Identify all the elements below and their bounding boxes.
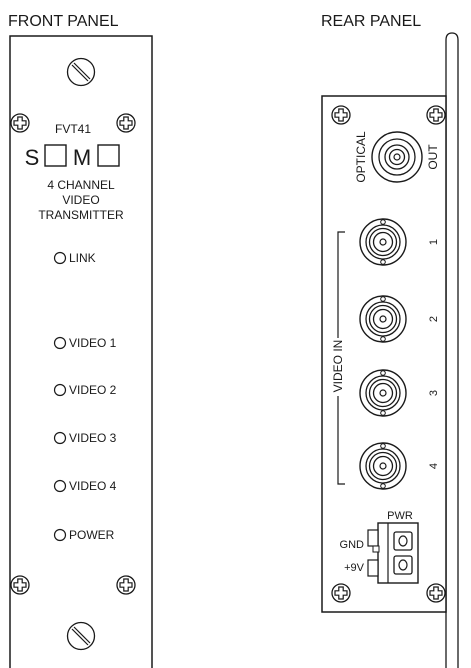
model-label: FVT41 — [55, 122, 91, 136]
optical-out-connector[interactable] — [371, 131, 423, 183]
description-line-2: VIDEO — [62, 193, 99, 207]
led-label-video-4: VIDEO 4 — [69, 479, 117, 493]
bnc-label-2: 2 — [428, 316, 440, 322]
bnc-label-3: 3 — [428, 390, 440, 396]
phillips-screw-icon — [331, 583, 351, 603]
description-line-3: TRANSMITTER — [38, 208, 124, 222]
rear-panel: OPTICAL OUT VIDEO IN 1 2 3 4 PWR GND +9V — [321, 32, 459, 668]
bnc-connector-icon[interactable] — [359, 295, 407, 343]
phillips-screw-icon — [426, 583, 446, 603]
led-label-link: LINK — [69, 251, 96, 265]
led-indicator-icon — [53, 528, 67, 542]
rear-panel-heading: REAR PANEL — [321, 13, 421, 30]
front-panel: FVT41 S M 4 CHANNEL VIDEO TRANSMITTER LI… — [9, 35, 153, 668]
phillips-screw-icon — [426, 105, 446, 125]
led-label-video-2: VIDEO 2 — [69, 383, 117, 397]
phillips-screw-icon — [116, 575, 136, 595]
bnc-connector-icon[interactable] — [359, 442, 407, 490]
phillips-screw-icon — [10, 575, 30, 595]
description-line-1: 4 CHANNEL — [47, 178, 115, 192]
led-indicator-icon — [53, 251, 67, 265]
switch-m-label: M — [73, 145, 91, 170]
bnc-label-4: 4 — [428, 463, 440, 469]
out-label: OUT — [426, 144, 440, 170]
led-label-video-3: VIDEO 3 — [69, 431, 117, 445]
phillips-screw-icon — [331, 105, 351, 125]
slotted-screw-icon — [66, 57, 96, 87]
led-label-video-1: VIDEO 1 — [69, 336, 117, 350]
video-in-label: VIDEO IN — [331, 340, 345, 393]
switch-s-box[interactable] — [44, 144, 67, 167]
led-label-power: POWER — [69, 528, 115, 542]
gnd-label: GND — [340, 539, 365, 551]
switch-m-box[interactable] — [97, 144, 120, 167]
plus9v-label: +9V — [344, 562, 365, 574]
pwr-label: PWR — [387, 510, 413, 522]
optical-label: OPTICAL — [354, 131, 368, 183]
bnc-connector-icon[interactable] — [359, 369, 407, 417]
led-indicator-icon — [53, 479, 67, 493]
bnc-connector-icon[interactable] — [359, 218, 407, 266]
led-indicator-icon — [53, 336, 67, 350]
front-panel-heading: FRONT PANEL — [8, 13, 119, 30]
slotted-screw-icon — [66, 621, 96, 651]
power-terminal-block[interactable] — [367, 522, 419, 584]
led-indicator-icon — [53, 383, 67, 397]
switch-s-label: S — [25, 145, 40, 170]
bnc-label-1: 1 — [428, 239, 440, 245]
phillips-screw-icon — [10, 113, 30, 133]
led-indicator-icon — [53, 431, 67, 445]
phillips-screw-icon — [116, 113, 136, 133]
